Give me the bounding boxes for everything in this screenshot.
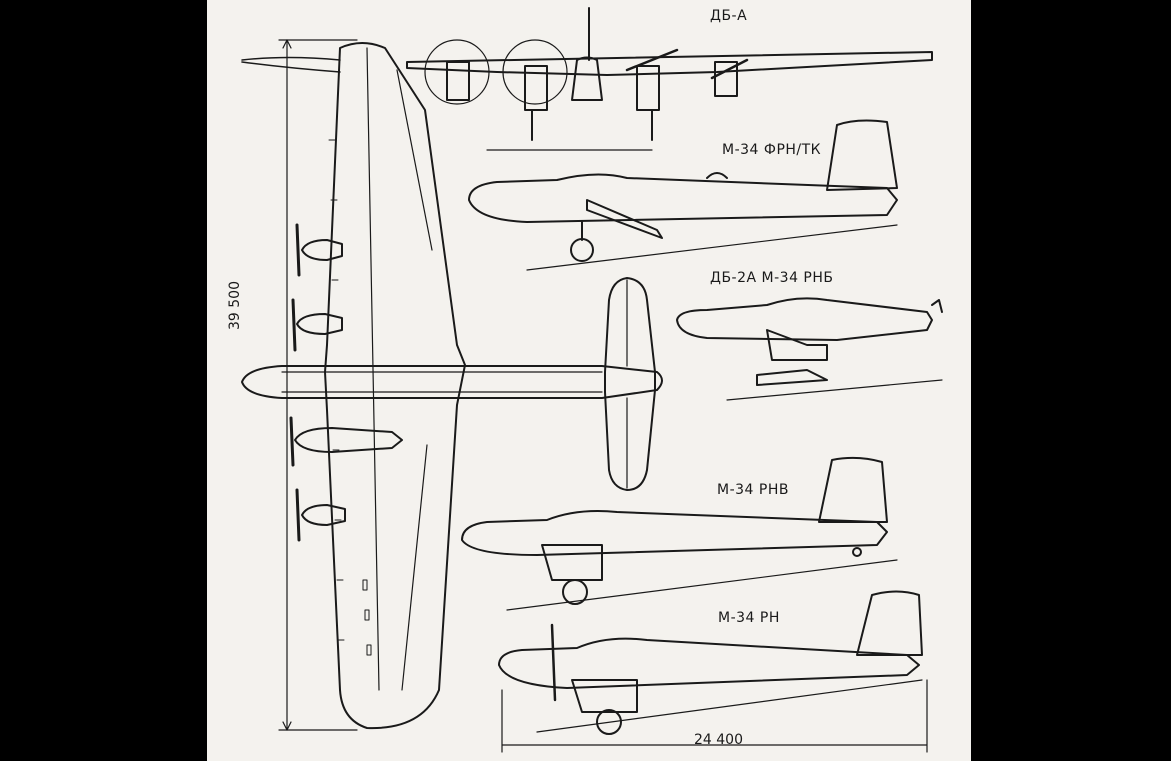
length-dimension-label: 24 400 xyxy=(694,732,743,748)
plan-tailplane xyxy=(604,277,656,491)
span-dimension-line xyxy=(278,39,358,731)
length-dimension-line xyxy=(501,679,928,753)
aircraft-three-view-drawing xyxy=(241,7,943,753)
side-view-2-label: ДБ-2А М-34 РНБ xyxy=(710,270,834,286)
side-view-4-label: М-34 РН xyxy=(718,610,780,626)
side-view-3 xyxy=(461,456,898,611)
plan-wing xyxy=(324,42,466,730)
plan-nacelle-2 xyxy=(296,313,343,335)
plan-nacelle-4 xyxy=(301,504,346,526)
front-view-label: ДБ-А xyxy=(710,8,748,24)
front-view xyxy=(406,7,933,151)
plan-view xyxy=(241,42,663,730)
side-view-1-label: М-34 ФРН/ТК xyxy=(722,142,822,158)
drawing-sheet: ДБ-А М-34 ФРН/ТК ДБ-2А М-34 РНБ М-34 РНВ… xyxy=(207,0,971,761)
plan-nacelle-3 xyxy=(294,427,403,453)
plan-fuselage xyxy=(241,365,663,399)
side-view-1 xyxy=(468,119,898,271)
side-view-4 xyxy=(498,590,923,735)
side-view-2 xyxy=(676,297,943,401)
plan-nacelle-1 xyxy=(301,239,343,261)
side-view-3-label: М-34 РНВ xyxy=(717,482,789,498)
wingspan-dimension-label: 39 500 xyxy=(227,281,243,330)
